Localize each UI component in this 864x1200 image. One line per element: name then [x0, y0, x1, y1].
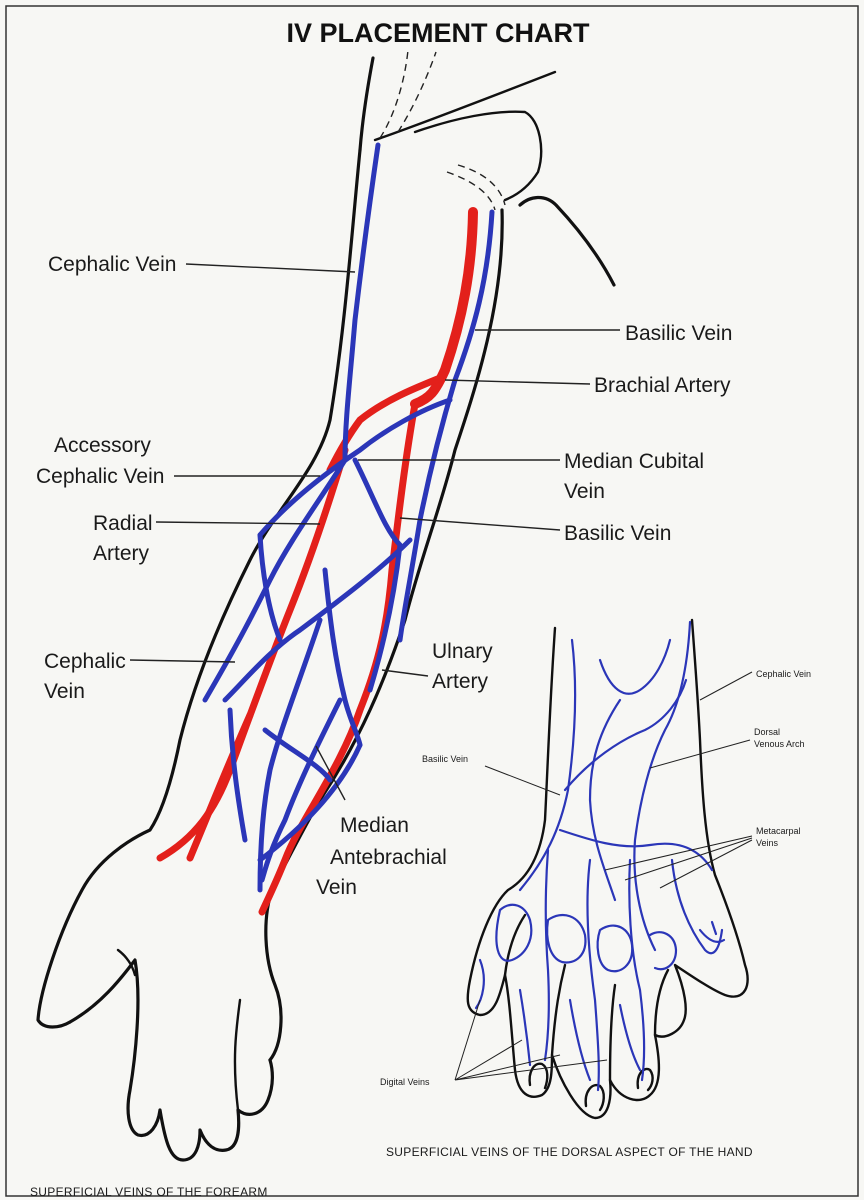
- label-median-antebrachial-2: Antebrachial: [330, 846, 447, 869]
- label-basilic-vein-lower: Basilic Vein: [564, 522, 671, 545]
- label-ulnary-1: Ulnary: [432, 640, 493, 663]
- vein-net-2: [322, 567, 363, 748]
- median-antebrachial-line: [257, 617, 323, 893]
- hand-label-basilic-vein: Basilic Vein: [422, 754, 468, 764]
- hand-metacarpal-2: [586, 858, 600, 1092]
- hand-label-dorsal-arch-2: Venous Arch: [754, 739, 805, 749]
- thumb-crease: [233, 998, 242, 1112]
- elbow-dashes: [446, 164, 506, 211]
- label-median-cubital-1: Median Cubital: [564, 450, 704, 473]
- nail-1: [528, 1062, 549, 1090]
- forearm-illustration: Cephalic Vein Basilic Vein Brachial Arte…: [30, 49, 732, 1199]
- label-accessory-1: Accessory: [54, 434, 151, 457]
- label-basilic-vein-upper: Basilic Vein: [625, 322, 732, 345]
- hand-label-cephalic-vein: Cephalic Vein: [756, 669, 811, 679]
- forearm-outline-right: [264, 208, 504, 1062]
- hand-basilic-vein: [518, 638, 577, 892]
- label-median-antebrachial-1: Median: [340, 814, 409, 837]
- shoulder-line: [373, 70, 557, 142]
- label-cephalic-lower-2: Vein: [44, 680, 85, 703]
- nail-3: [636, 1067, 654, 1092]
- finger-line-2: [550, 963, 567, 1057]
- leader-cephalic-upper: [185, 263, 356, 273]
- label-ulnary-2: Artery: [432, 670, 489, 693]
- hand-digital-net-4: [648, 931, 678, 971]
- page-frame: [5, 5, 859, 1197]
- brachial-artery-line: [410, 207, 478, 409]
- ulnary-artery-line: [258, 400, 419, 916]
- chart-title: IV PLACEMENT CHART: [287, 18, 591, 48]
- hand-metacarpal-3: [628, 858, 646, 1082]
- radial-artery-branch: [186, 711, 254, 862]
- vein-net-4: [262, 727, 333, 783]
- label-cephalic-lower-1: Cephalic: [44, 650, 126, 673]
- nail-2: [584, 1083, 605, 1112]
- label-cephalic-vein-upper: Cephalic Vein: [48, 253, 176, 276]
- finger-line-3: [608, 983, 617, 1082]
- hand-digital-net-5: [474, 958, 642, 1082]
- hand-illustration: Cephalic Vein Dorsal Venous Arch Basilic…: [380, 618, 811, 1159]
- cephalic-vein-line: [342, 142, 381, 463]
- forearm-caption: SUPERFICIAL VEINS OF THE FOREARM: [30, 1185, 268, 1199]
- label-radial-2: Artery: [93, 542, 150, 565]
- hand-cephalic-vein: [633, 620, 692, 952]
- leader-radial: [155, 521, 321, 525]
- forearm-hand-outline: [68, 958, 274, 1162]
- hand-label-digital-veins: Digital Veins: [380, 1077, 430, 1087]
- vein-net-5: [259, 697, 343, 883]
- hand-label-metacarpal-2: Veins: [756, 838, 779, 848]
- leader-ulnary: [381, 669, 429, 677]
- hand-thumb-veins: [698, 920, 726, 944]
- upper-arm-outline: [358, 56, 375, 152]
- hand-leader-basilic: [484, 765, 561, 796]
- hand-leader-dorsal-arch: [649, 739, 751, 769]
- hand-digital-net-1: [495, 903, 533, 962]
- leader-basilic-lower: [399, 517, 561, 531]
- label-brachial-artery: Brachial Artery: [594, 374, 731, 397]
- vein-net-6: [227, 707, 248, 843]
- hand-vein-net-2: [588, 698, 622, 902]
- hand-vein-net-1: [598, 638, 672, 695]
- hand-vein-net-3: [558, 828, 714, 872]
- hand-digital-net-2: [546, 913, 587, 964]
- vein-cross-1: [352, 457, 403, 548]
- hand-metacarpal-4: [670, 858, 724, 955]
- label-accessory-2: Cephalic Vein: [36, 465, 164, 488]
- hand-caption: SUPERFICIAL VEINS OF THE DORSAL ASPECT O…: [386, 1145, 753, 1159]
- finger-line-4: [653, 968, 670, 1037]
- accessory-cephalic-line: [202, 457, 348, 703]
- label-median-cubital-2: Vein: [564, 480, 605, 503]
- vein-net-1: [257, 532, 283, 643]
- leader-cephalic-lower: [129, 659, 236, 663]
- hand-outline: [466, 618, 749, 1120]
- palm-crease: [116, 948, 137, 977]
- basilic-vein-line: [397, 209, 495, 643]
- finger-line-1: [503, 913, 527, 977]
- elbow-crease: [413, 110, 543, 202]
- forearm-outline-left: [36, 148, 362, 1029]
- hand-label-metacarpal-1: Metacarpal: [756, 826, 801, 836]
- vein-net-3: [367, 542, 403, 693]
- elbow-hook: [518, 195, 616, 287]
- hand-dorsal-arch: [563, 678, 688, 792]
- hand-digital-net-3: [596, 924, 634, 973]
- vein-net-7: [257, 742, 363, 863]
- hand-leader-metacarpal: [604, 835, 753, 889]
- hand-leader-cephalic: [699, 671, 753, 701]
- median-cubital-vein-line: [257, 397, 453, 538]
- artery-branch: [326, 374, 444, 474]
- leader-brachial: [444, 379, 591, 385]
- shoulder-dashes: [379, 49, 437, 139]
- hand-metacarpal-1: [543, 848, 550, 1062]
- hand-leader-digital: [454, 999, 608, 1081]
- hand-label-dorsal-arch-1: Dorsal: [754, 727, 780, 737]
- vein-cross-2: [222, 537, 413, 703]
- leader-median-antebrachial: [315, 745, 346, 801]
- label-radial-1: Radial: [93, 512, 153, 535]
- label-median-antebrachial-3: Vein: [316, 876, 357, 899]
